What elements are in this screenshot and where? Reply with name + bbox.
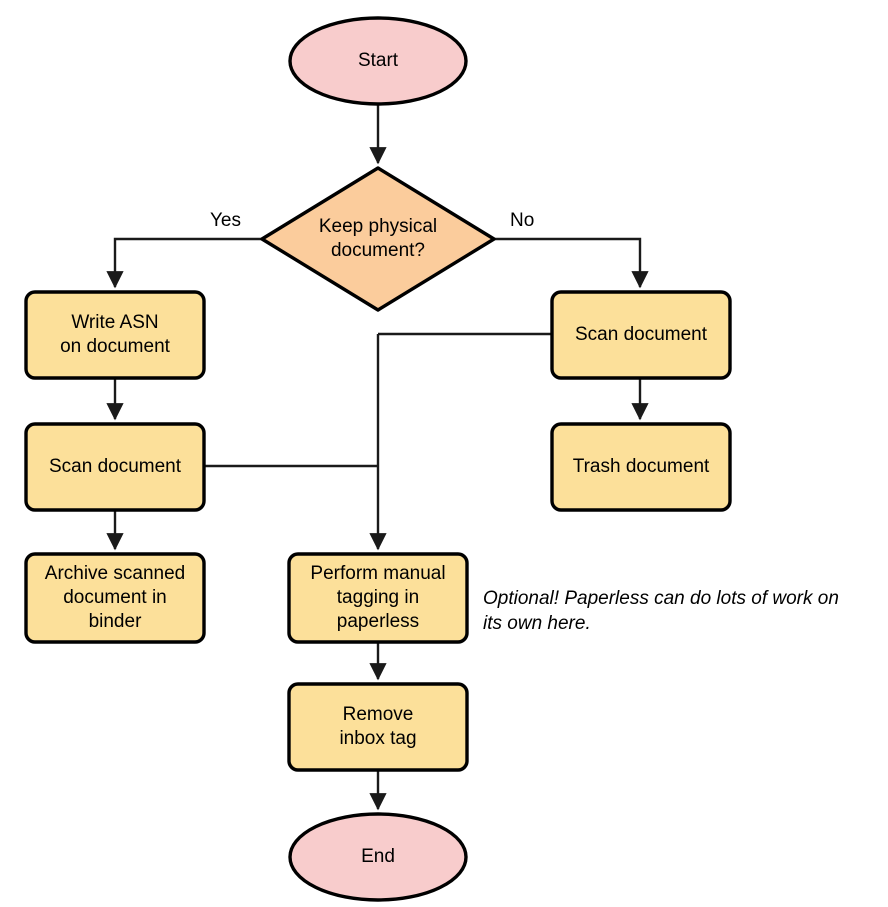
node-start-shape[interactable] <box>288 16 468 106</box>
node-scan-right-shape[interactable] <box>550 290 732 380</box>
node-archive-binder-shape[interactable] <box>24 552 206 644</box>
node-scan-left-shape[interactable] <box>24 422 206 512</box>
edge-decision-no-to-scan-right <box>494 237 649 289</box>
node-end-shape[interactable] <box>288 812 468 902</box>
node-trash-shape[interactable] <box>550 422 732 512</box>
node-write-asn-shape[interactable] <box>24 290 206 380</box>
node-remove-inbox-tag-shape[interactable] <box>287 682 469 772</box>
edge-decision-yes-to-write-asn <box>106 237 262 289</box>
optional-note: Optional! Paperless can do lots of work … <box>483 588 839 634</box>
node-manual-tagging-shape[interactable] <box>287 552 469 644</box>
node-decision-shape[interactable] <box>260 166 496 312</box>
